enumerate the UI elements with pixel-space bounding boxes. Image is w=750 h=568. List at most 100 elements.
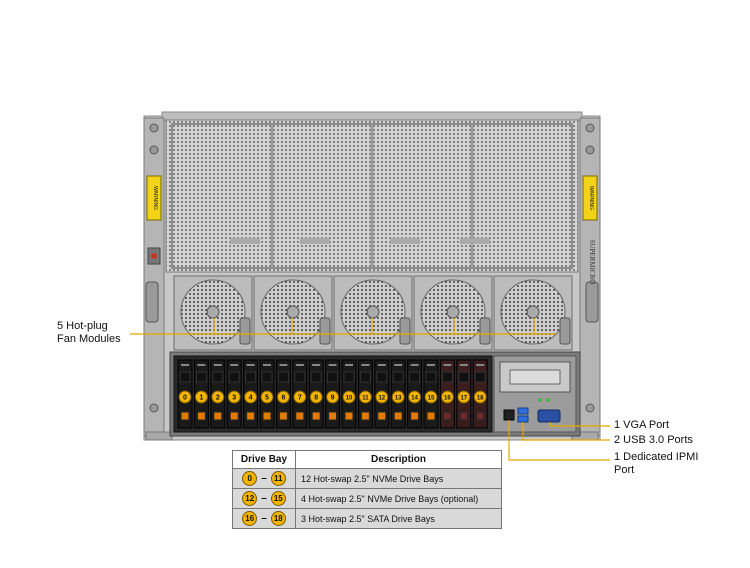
- drive-release-tab[interactable]: [393, 411, 403, 421]
- bay-number-badge: [260, 390, 274, 404]
- callout-text: Fan Modules: [57, 333, 121, 345]
- table-row: 12–15 4 Hot-swap 2.5" NVMe Drive Bays (o…: [232, 488, 502, 509]
- drive-bay[interactable]: 9: [325, 359, 341, 429]
- drive-bay[interactable]: 16: [439, 359, 455, 429]
- drive-release-tab[interactable]: [213, 411, 223, 421]
- drive-release-tab[interactable]: [426, 411, 436, 421]
- table-header-description: Description: [295, 450, 502, 469]
- drive-release-tab[interactable]: [360, 411, 370, 421]
- drive-release-tab[interactable]: [229, 411, 239, 421]
- ipmi-port[interactable]: [503, 409, 515, 421]
- drive-bay[interactable]: 18: [472, 359, 488, 429]
- bay-number: 6: [281, 395, 285, 402]
- drive-bay[interactable]: 17: [456, 359, 472, 429]
- drive-bay[interactable]: 0: [177, 359, 193, 429]
- callout-text: 1 Dedicated IPMI: [614, 451, 699, 463]
- right-handle[interactable]: [585, 281, 599, 323]
- drive-bay[interactable]: 15: [423, 359, 439, 429]
- drive-release-tab[interactable]: [459, 411, 469, 421]
- power-button-icon[interactable]: [151, 253, 157, 259]
- drive-bay[interactable]: 2: [210, 359, 226, 429]
- left-handle[interactable]: [145, 281, 159, 323]
- warning-label-right: [582, 175, 598, 221]
- drive-release-tab[interactable]: [328, 411, 338, 421]
- ipmi-callout-line: [508, 420, 610, 461]
- bay-description: 3 Hot-swap 2.5" SATA Drive Bays: [295, 508, 502, 529]
- bay-number: 12: [378, 396, 385, 402]
- bay-number-badge: [457, 390, 471, 404]
- bay-number: 1: [199, 395, 203, 402]
- bay-number: 9: [331, 395, 335, 402]
- warning-text: WARNING: [588, 186, 594, 210]
- bay-number-badge: [178, 390, 192, 404]
- drive-release-tab[interactable]: [278, 411, 288, 421]
- drive-bay[interactable]: 4: [243, 359, 259, 429]
- drive-bay[interactable]: 13: [390, 359, 406, 429]
- fan-hub-icon: [366, 305, 380, 319]
- table-header-drive-bay: Drive Bay: [232, 450, 296, 469]
- usb-port[interactable]: [517, 407, 529, 415]
- io-panel: [493, 355, 577, 433]
- led-icon: [538, 398, 542, 402]
- fan-module[interactable]: [413, 275, 493, 351]
- fan-hub-icon: [206, 305, 220, 319]
- screw-icon: [149, 145, 159, 155]
- drive-release-tab[interactable]: [410, 411, 420, 421]
- bay-number-badge: [391, 390, 405, 404]
- drive-bay[interactable]: 8: [308, 359, 324, 429]
- drive-release-tab[interactable]: [475, 411, 485, 421]
- vga-port-callout: 1 VGA Port: [614, 419, 669, 432]
- bay-range: 16–18: [232, 508, 296, 529]
- warning-label-left: [146, 175, 162, 221]
- bay-number: 2: [216, 395, 220, 402]
- callout-lines: [130, 318, 610, 461]
- bay-badge: 12: [242, 491, 258, 506]
- drive-bay[interactable]: 12: [374, 359, 390, 429]
- drive-bay[interactable]: 10: [341, 359, 357, 429]
- drive-release-tab[interactable]: [246, 411, 256, 421]
- drive-release-tab[interactable]: [295, 411, 305, 421]
- drive-bay[interactable]: 3: [226, 359, 242, 429]
- fan-module[interactable]: [333, 275, 413, 351]
- bay-number-badge: [408, 390, 422, 404]
- drive-bay[interactable]: 14: [407, 359, 423, 429]
- bay-number-badge: [342, 390, 356, 404]
- drive-bay[interactable]: 1: [193, 359, 209, 429]
- drive-release-tab[interactable]: [377, 411, 387, 421]
- drive-bay-table: Drive Bay Description 0–11 12 Hot-swap 2…: [232, 450, 502, 529]
- usb-port[interactable]: [517, 415, 529, 423]
- drive-bay[interactable]: 5: [259, 359, 275, 429]
- fan-modules-callout: 5 Hot-plug Fan Modules: [57, 320, 121, 346]
- drive-bay[interactable]: 7: [292, 359, 308, 429]
- bay-range: 0–11: [232, 468, 296, 489]
- vga-port[interactable]: [537, 409, 561, 423]
- bay-number-badge: [473, 390, 487, 404]
- drive-bay[interactable]: 6: [275, 359, 291, 429]
- screw-icon: [585, 403, 595, 413]
- drive-release-tab[interactable]: [344, 411, 354, 421]
- drive-bay[interactable]: 11: [357, 359, 373, 429]
- gpu-grille: [165, 119, 579, 273]
- fan-latch[interactable]: [319, 317, 331, 345]
- drive-release-tab[interactable]: [311, 411, 321, 421]
- drive-release-tab[interactable]: [442, 411, 452, 421]
- drive-release-tab[interactable]: [196, 411, 206, 421]
- drive-release-tab[interactable]: [180, 411, 190, 421]
- fan-latch[interactable]: [399, 317, 411, 345]
- fan-latch[interactable]: [559, 317, 571, 345]
- bay-number-badge: [276, 390, 290, 404]
- bay-number-badge: [375, 390, 389, 404]
- fan-module[interactable]: [173, 275, 253, 351]
- screw-icon: [149, 403, 159, 413]
- led-icon: [546, 398, 550, 402]
- screw-icon: [585, 123, 595, 133]
- fan-latch[interactable]: [479, 317, 491, 345]
- fan-module[interactable]: [253, 275, 333, 351]
- bay-number: 10: [346, 396, 353, 402]
- fan-module[interactable]: [493, 275, 573, 351]
- fan-latch[interactable]: [239, 317, 251, 345]
- drive-release-tab[interactable]: [262, 411, 272, 421]
- bay-number: 3: [232, 395, 236, 402]
- bay-number: 8: [314, 395, 318, 402]
